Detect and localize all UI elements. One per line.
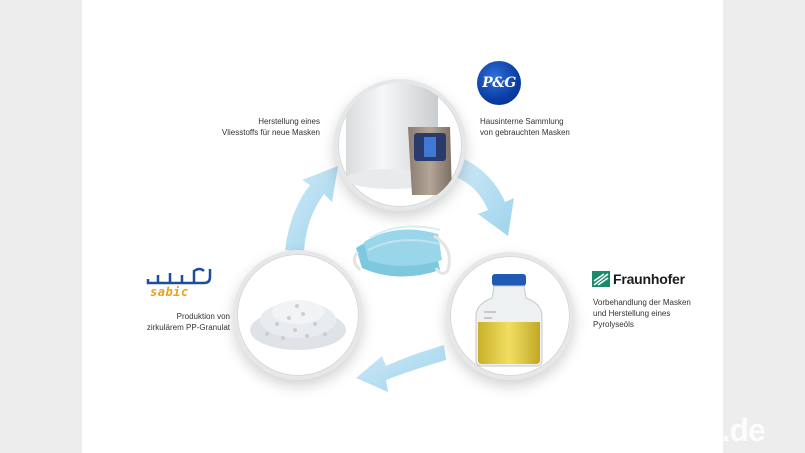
label-line: und Herstellung eines	[593, 309, 671, 318]
label-line: Hausinterne Sammlung	[480, 117, 564, 126]
fraunhofer-logo: Fraunhofer	[592, 271, 685, 287]
label-granulate: Produktion von zirkulärem PP-Granulat	[110, 311, 230, 333]
label-nonwoven: Herstellung eines Vliesstoffs für neue M…	[200, 116, 320, 138]
step-circle-nonwoven	[334, 79, 466, 211]
oil-bottle-image	[475, 274, 543, 367]
face-masks-image	[353, 225, 451, 277]
label-line: Vorbehandlung der Masken	[593, 298, 691, 307]
label-line: Vliesstoffs für neue Masken	[221, 128, 320, 137]
pp-granulate-image	[250, 300, 346, 350]
label-pyrolysis: Vorbehandlung der Masken und Herstellung…	[593, 297, 691, 330]
label-line: Produktion von	[176, 312, 230, 321]
step-circle-granulate	[233, 250, 363, 380]
sabic-logo-text: sabic	[150, 285, 189, 299]
nonwoven-roll-image	[346, 83, 452, 195]
label-line: Herstellung eines	[258, 117, 320, 126]
fraunhofer-logo-text: Fraunhofer	[613, 271, 685, 287]
label-line: zirkulärem PP-Granulat	[146, 323, 230, 332]
fraunhofer-mark-icon	[592, 271, 610, 287]
sabic-arabic-mark	[146, 267, 212, 285]
label-collection: Hausinterne Sammlung von gebrauchten Mas…	[480, 116, 570, 138]
cycle-arrow-icon	[356, 345, 446, 392]
sabic-logo: sabic	[144, 265, 216, 299]
step-circle-pyrolysis	[446, 252, 574, 380]
cycle-arrow-icon	[285, 166, 338, 252]
pg-logo: P&G	[477, 61, 521, 105]
cycle-arrow-icon	[454, 158, 514, 236]
pg-logo-text: P&G	[482, 75, 516, 91]
label-line: Pyrolyseöls	[593, 320, 634, 329]
label-line: von gebrauchten Masken	[480, 128, 570, 137]
watermark: Z.de	[703, 412, 766, 448]
